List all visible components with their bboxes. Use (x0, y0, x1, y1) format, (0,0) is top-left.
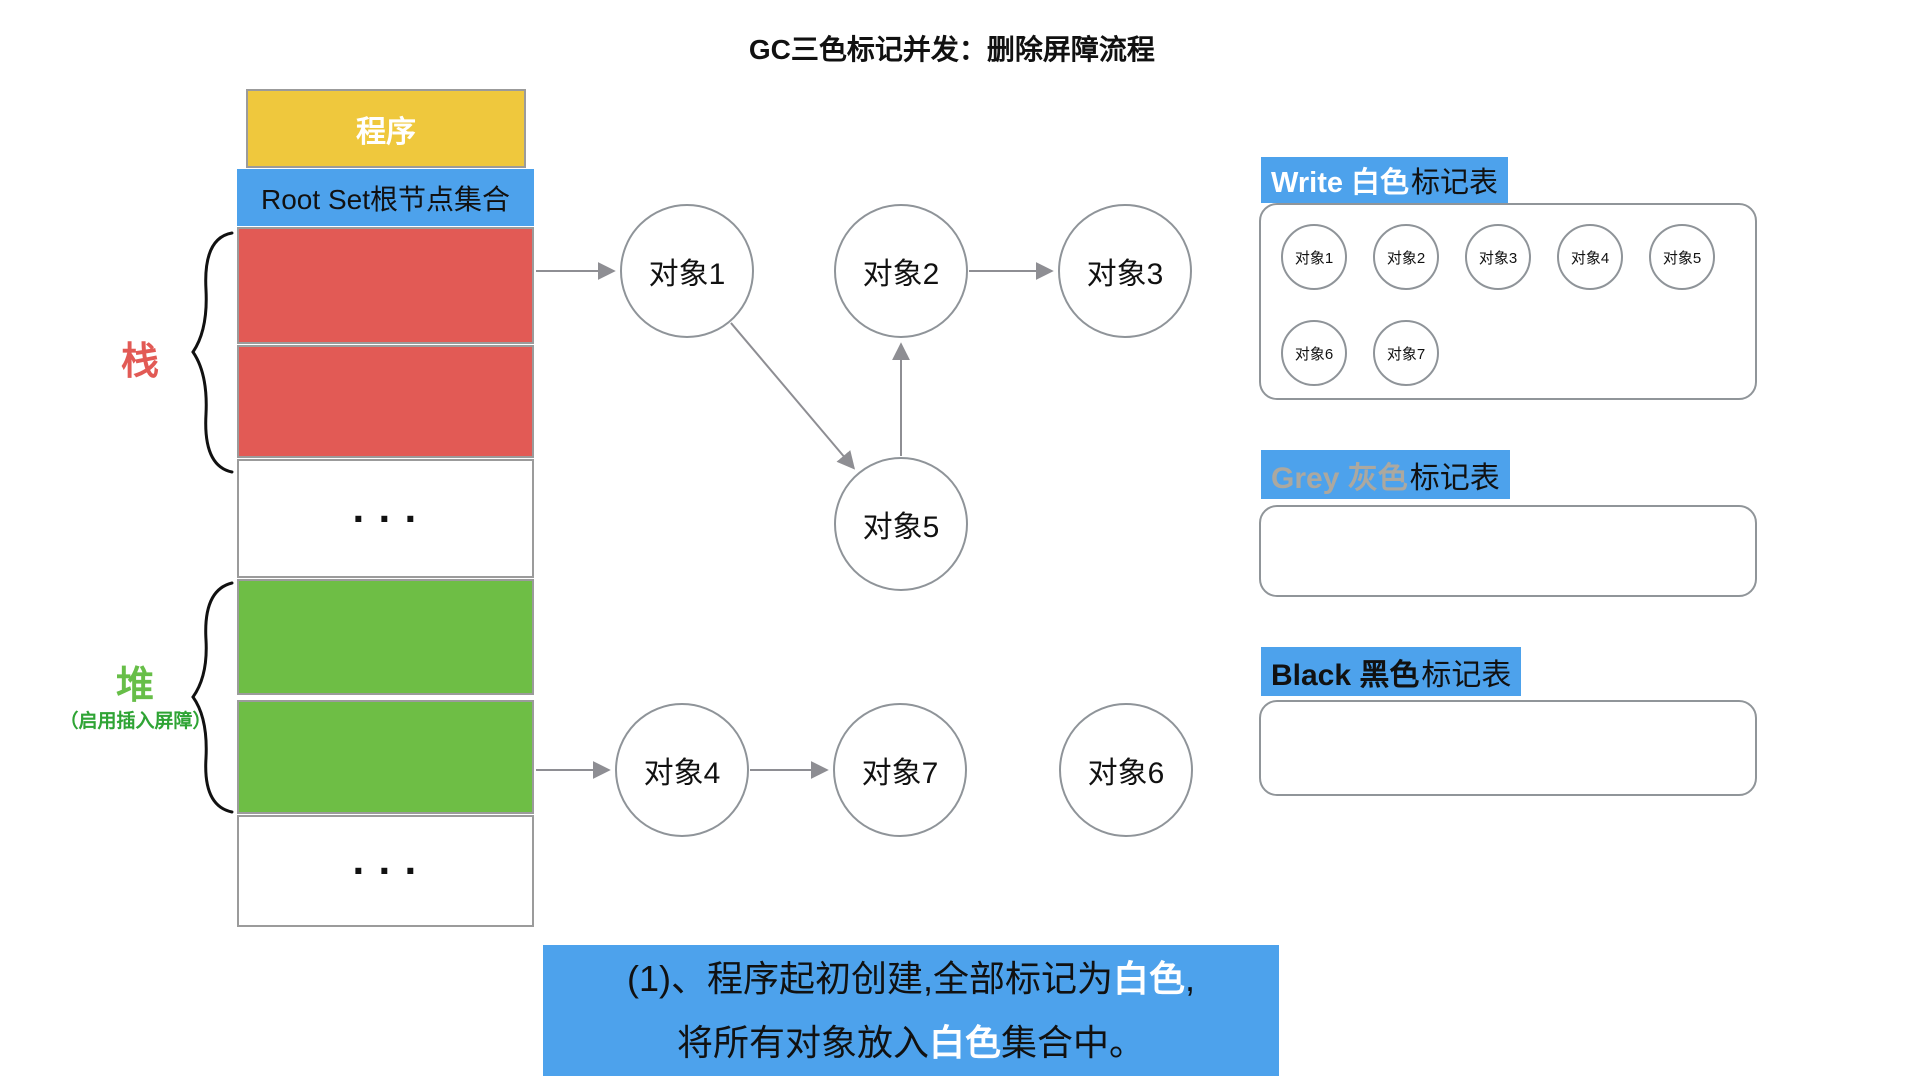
white-table-object: 对象7 (1373, 320, 1439, 386)
caption-line-2: 将所有对象放入白色集合中。 (543, 1011, 1279, 1075)
white-table-box: 对象1 对象2 对象3 对象4 对象5 对象6 对象7 (1259, 203, 1757, 400)
white-table-title-strong: Write 白色 (1271, 167, 1410, 199)
caption-box: (1)、程序起初创建,全部标记为白色, 将所有对象放入白色集合中。 (543, 945, 1279, 1076)
graph-node-obj1: 对象1 (620, 204, 754, 338)
stack-brace (191, 231, 234, 474)
graph-node-obj2: 对象2 (834, 204, 968, 338)
heap-label: 堆 (115, 665, 154, 707)
heap-slot-1 (237, 579, 534, 695)
grey-table-title-rest: 标记表 (1409, 461, 1500, 495)
black-table-header: Black 黑色标记表 (1261, 647, 1522, 696)
caption-line-1: (1)、程序起初创建,全部标记为白色, (543, 947, 1279, 1011)
white-table-object: 对象1 (1281, 224, 1347, 290)
stack-slot-2 (237, 345, 534, 458)
ellipsis-dots: ··· (352, 494, 431, 542)
white-table-row: 对象1 对象2 对象3 对象4 对象5 (1281, 224, 1755, 290)
white-table-object: 对象6 (1281, 320, 1347, 386)
caption-text: , (1185, 958, 1196, 999)
white-table-row: 对象6 对象7 (1281, 320, 1755, 386)
white-table-title-rest: 标记表 (1411, 167, 1499, 199)
program-label: 程序 (356, 115, 416, 149)
graph-node-obj3: 对象3 (1058, 204, 1192, 338)
program-block: 程序 (246, 89, 526, 168)
ellipsis-dots: ··· (352, 847, 431, 894)
heap-note: （启用插入屏障） (59, 711, 212, 732)
grey-table-box (1259, 505, 1757, 597)
white-table-object: 对象4 (1557, 224, 1623, 290)
white-table-header: Write 白色标记表 (1261, 157, 1509, 203)
white-table-object: 对象3 (1465, 224, 1531, 290)
white-table-object: 对象5 (1649, 224, 1715, 290)
memory-gap-block-1: ··· (237, 459, 534, 578)
caption-text: (1)、程序起初创建,全部标记为 (626, 958, 1113, 999)
graph-node-obj7: 对象7 (833, 703, 967, 837)
black-table-title-strong: Black 黑色 (1271, 658, 1420, 692)
white-table-object: 对象2 (1373, 224, 1439, 290)
stack-label: 栈 (120, 341, 159, 383)
memory-gap-block-2: ··· (237, 815, 534, 927)
grey-table-title-strong: Grey 灰色 (1271, 461, 1408, 495)
page-title: GC三色标记并发：删除屏障流程 (748, 34, 1155, 65)
caption-highlight: 白色 (1112, 958, 1185, 999)
grey-table-header: Grey 灰色标记表 (1261, 450, 1510, 499)
black-table-title-rest: 标记表 (1421, 658, 1512, 692)
root-set-block: Root Set根节点集合 (237, 169, 534, 226)
graph-node-obj5: 对象5 (834, 457, 968, 591)
caption-text: 将所有对象放入 (676, 1022, 929, 1063)
root-set-label: Root Set根节点集合 (261, 183, 510, 215)
caption-highlight: 白色 (928, 1022, 1001, 1063)
stack-slot-1 (237, 227, 534, 344)
graph-node-obj6: 对象6 (1059, 703, 1193, 837)
caption-text: 集合中。 (1001, 1022, 1146, 1063)
black-table-box (1259, 700, 1757, 796)
graph-node-obj4: 对象4 (615, 703, 749, 837)
heap-slot-2 (237, 700, 534, 814)
heap-brace (191, 581, 234, 814)
graph-edge-obj1-to-obj5 (730, 322, 856, 470)
